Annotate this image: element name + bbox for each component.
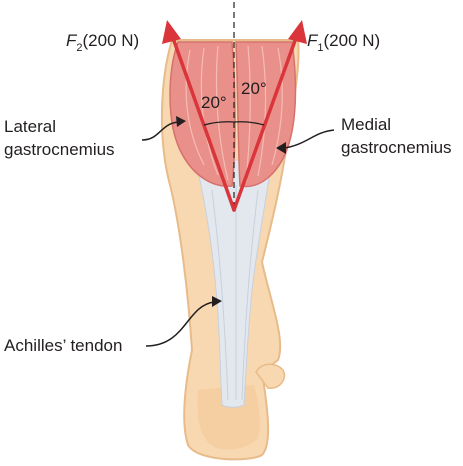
medial-leader-line <box>283 129 335 149</box>
f1-subscript: 1 <box>317 42 323 54</box>
right-angle-arc <box>233 121 265 126</box>
f2-force-label: F2(200 N) <box>66 31 139 54</box>
medial-leader-arrowhead-icon <box>276 142 286 154</box>
f1-symbol: F <box>307 31 319 50</box>
f1-arrowhead-icon <box>288 20 307 44</box>
medial-label-line2: gastrocnemius <box>341 138 452 157</box>
f2-value: (200 N) <box>83 31 140 50</box>
medial-gastrocnemius-label: Medial gastrocnemius <box>341 115 452 157</box>
right-angle-label: 20° <box>241 79 267 98</box>
leader-lines <box>141 121 335 347</box>
f2-subscript: 2 <box>76 42 82 54</box>
f1-force-label: F1(200 N) <box>307 31 380 54</box>
medial-label-line1: Medial <box>341 115 391 134</box>
angle-arcs <box>203 121 265 126</box>
muscle-fiber-lines <box>185 45 283 183</box>
toe-bump <box>255 363 286 389</box>
left-angle-arc <box>203 121 235 126</box>
f2-force-arrow-shaft <box>171 36 236 212</box>
achilles-leader-line <box>145 301 215 347</box>
lateral-leader-line <box>141 121 179 141</box>
force-vectors <box>162 20 307 212</box>
lateral-gastrocnemius-label: Lateral gastrocnemius <box>4 117 115 159</box>
lateral-leader-arrowhead-icon <box>176 116 186 127</box>
achilles-leader-arrowhead-icon <box>212 296 222 307</box>
achilles-tendon-label: Achilles’ tendon <box>4 336 122 355</box>
f1-force-arrow-shaft <box>232 36 298 212</box>
left-angle-label: 20° <box>201 93 227 112</box>
lateral-label-line2: gastrocnemius <box>4 140 115 159</box>
f1-value: (200 N) <box>324 31 381 50</box>
f2-arrowhead-icon <box>162 20 181 44</box>
lateral-label-line1: Lateral <box>4 117 56 136</box>
gastrocnemius-muscle <box>169 41 297 188</box>
f2-symbol: F <box>66 31 78 50</box>
